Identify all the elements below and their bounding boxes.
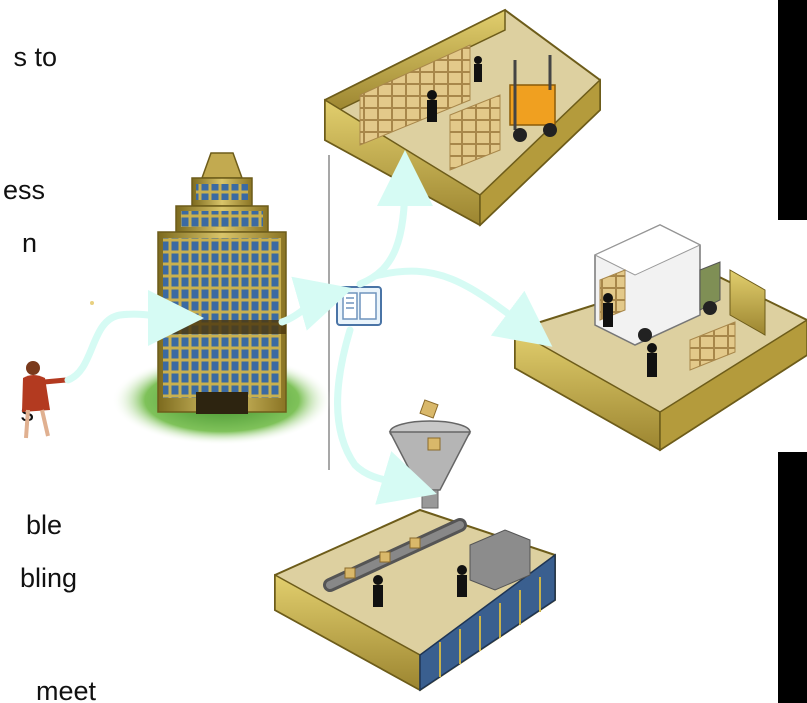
funnel-icon [390,400,470,508]
flow-arrow-building-to-document [282,296,326,322]
office-building-icon [112,153,332,445]
shipping-truck-icon [515,225,807,450]
person-icon [22,361,71,438]
manufacturing-funnel-icon [275,400,555,690]
flow-arrow-document-to-shipping [375,271,530,330]
flow-arrow-document-to-funnel [338,330,411,486]
warehouse-forklift-icon [325,10,600,225]
spark-dot [90,301,94,305]
flow-arrow-document-to-warehouse [360,178,405,284]
document-icon [337,287,381,325]
